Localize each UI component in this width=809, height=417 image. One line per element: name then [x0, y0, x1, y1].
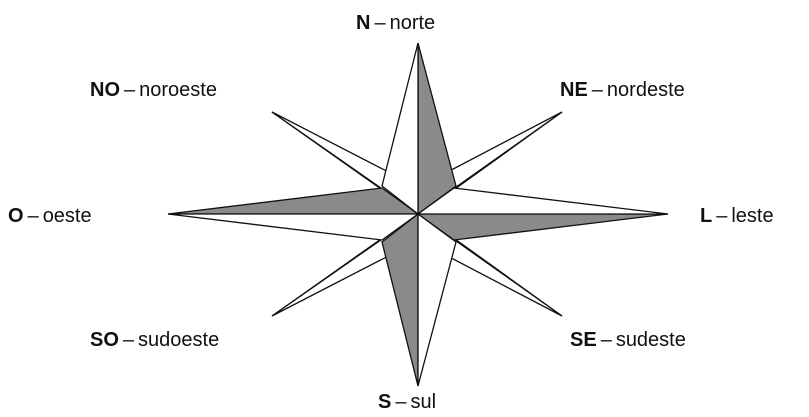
star-n-light-half — [382, 43, 418, 214]
label-south: S–sul — [378, 391, 436, 413]
label-northwest-abbr: NO — [90, 79, 120, 101]
label-southwest-abbr: SO — [90, 329, 119, 351]
label-south-name: sul — [410, 391, 436, 413]
label-southeast-abbr: SE — [570, 329, 597, 351]
label-west-sep: – — [24, 205, 43, 227]
label-northwest-name: noroeste — [139, 79, 217, 101]
label-east-abbr: L — [700, 205, 712, 227]
label-east: L–leste — [700, 205, 774, 227]
label-north: N–norte — [356, 12, 435, 34]
label-southwest: SO–sudoeste — [90, 329, 219, 351]
label-northwest-sep: – — [120, 79, 139, 101]
label-northeast: NE–nordeste — [560, 79, 685, 101]
label-west-abbr: O — [8, 205, 24, 227]
star-s-dark-half — [382, 214, 418, 386]
label-southeast-name: sudeste — [616, 329, 686, 351]
label-southwest-name: sudoeste — [138, 329, 219, 351]
label-southwest-sep: – — [119, 329, 138, 351]
label-northeast-abbr: NE — [560, 79, 588, 101]
label-northwest: NO–noroeste — [90, 79, 217, 101]
label-northeast-name: nordeste — [607, 79, 685, 101]
label-southeast: SE–sudeste — [570, 329, 686, 351]
star-w-dark-half — [168, 188, 418, 214]
label-east-name: leste — [731, 205, 773, 227]
star-e-light-half — [418, 188, 668, 214]
star-e-dark-half — [418, 214, 668, 240]
star-w-light-half — [168, 214, 418, 240]
label-north-name: norte — [390, 12, 436, 34]
star-s-light-half — [418, 214, 456, 386]
label-southeast-sep: – — [597, 329, 616, 351]
label-north-sep: – — [370, 12, 389, 34]
star-n-dark-half — [418, 43, 456, 214]
label-west-name: oeste — [43, 205, 92, 227]
label-north-abbr: N — [356, 12, 370, 34]
label-south-abbr: S — [378, 391, 391, 413]
label-east-sep: – — [712, 205, 731, 227]
label-northeast-sep: – — [588, 79, 607, 101]
label-south-sep: – — [391, 391, 410, 413]
label-west: O–oeste — [8, 205, 92, 227]
